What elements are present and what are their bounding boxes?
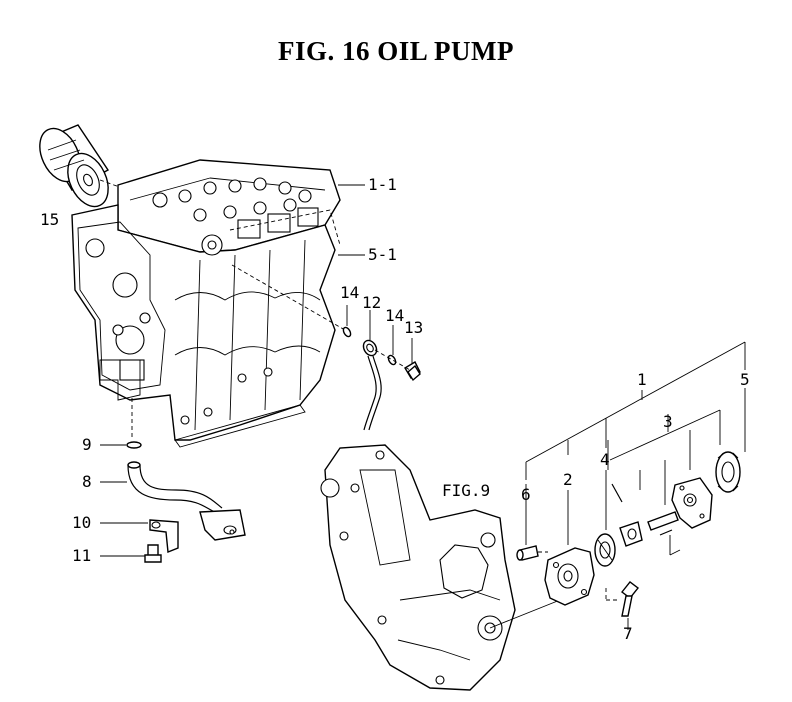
oil-strainer-part [126,441,246,563]
callout-1-1: 1-1 [368,175,397,194]
oil-filter-part [39,124,110,208]
callout-10: 10 [72,513,92,532]
callout-13: 13 [404,318,424,337]
callout-5: 5 [740,370,750,389]
callout-4: 4 [600,450,610,469]
gear-case-housing [320,444,516,691]
callout-9: 9 [82,435,92,454]
oil-pump-assembly [516,451,741,617]
callout-6: 6 [521,485,531,504]
callout-14-lower: 14 [385,306,405,325]
callout-8: 8 [82,472,92,491]
callout-11: 11 [72,546,92,565]
callout-14-upper: 14 [340,283,360,302]
engine-block-part [71,159,341,448]
callout-1: 1 [637,370,647,389]
callout-7: 7 [623,624,633,643]
figure-title: FIG. 16 OIL PUMP [278,36,514,66]
fig9-reference-label: FIG.9 [442,481,491,500]
callout-12: 12 [362,293,382,312]
oil-pipe-part [342,326,421,431]
callout-15: 15 [40,210,60,229]
callout-5-1: 5-1 [368,245,397,264]
callout-2: 2 [563,470,573,489]
callout-3: 3 [663,412,673,431]
